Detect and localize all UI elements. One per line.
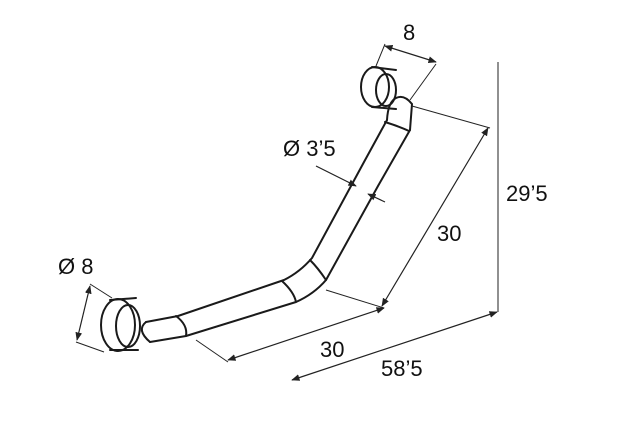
tube-diameter-label: Ø 3’5 [283,136,336,161]
total-width-label: 58’5 [381,356,423,381]
dim-total-width: 58’5 [291,311,498,381]
dim-tube-diameter: Ø 3’5 [283,136,386,203]
upper-length-label: 30 [437,221,461,246]
total-height-label: 29’5 [506,181,548,206]
lower-wall-flange [100,297,141,352]
dim-upper-length: 30 [325,105,491,309]
dim-flange-diameter: Ø 8 [58,254,113,353]
dim-total-height: 29’5 [497,62,548,312]
flange-diameter-label: Ø 8 [58,254,93,279]
top-width-label: 8 [403,20,415,45]
lower-length-label: 30 [320,337,344,362]
dim-top-width: 8 [375,20,437,101]
grab-bar [100,66,413,352]
upper-wall-flange [360,66,413,131]
dim-lower-length: 30 [195,307,385,363]
